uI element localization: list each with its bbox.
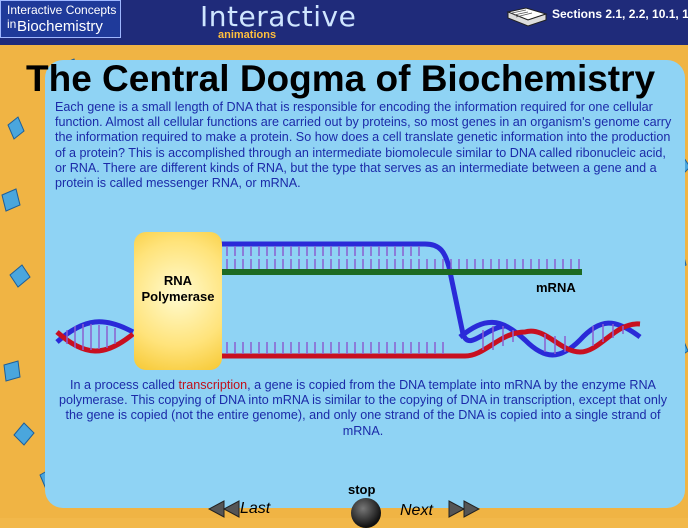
stop-button[interactable] [351,498,381,528]
transcription-diagram [55,241,642,359]
rna-polymerase-line1: RNA [163,273,193,288]
rna-polymerase-label: RNA Polymerase [134,273,222,305]
caption-highlight: transcription [178,378,248,392]
dna-helix-right [458,319,642,359]
section-reference: Sections 2.1, 2.2, 10.1, 1 [552,7,688,21]
rna-polymerase [134,232,222,370]
rewind-icon[interactable] [208,500,240,518]
header-bar: Interactive Concepts in Biochemistry Int… [0,0,688,45]
mrna-label: mRNA [536,280,576,295]
stop-label: stop [348,482,376,497]
page-title: The Central Dogma of Biochemistry [26,58,656,99]
fast-forward-icon[interactable] [448,500,480,518]
intro-paragraph: Each gene is a small length of DNA that … [55,100,672,191]
transcription-caption: In a process called transcription, a gen… [50,378,676,439]
site-logo[interactable]: Interactive Concepts in Biochemistry [0,0,121,38]
logo-line1: Interactive Concepts in [7,3,117,31]
book-icon[interactable] [506,4,548,30]
brand-title: Interactive [200,0,357,33]
caption-after: , a gene is copied from the DNA template… [58,378,668,438]
navigation-bar [0,478,688,518]
next-button[interactable]: Next [400,502,433,519]
last-button[interactable]: Last [240,500,271,517]
caption-before: In a process called [70,378,179,392]
brand-wordmark: Interactive animations [200,0,357,41]
dna-template-strand [220,342,465,359]
dna-helix-left [55,319,135,354]
logo-line2: Biochemistry [17,18,103,35]
dna-coding-strand [220,241,506,343]
mrna-strand [220,259,582,275]
rna-polymerase-line2: Polymerase [141,289,215,304]
brand-subtitle: animations [218,29,277,41]
